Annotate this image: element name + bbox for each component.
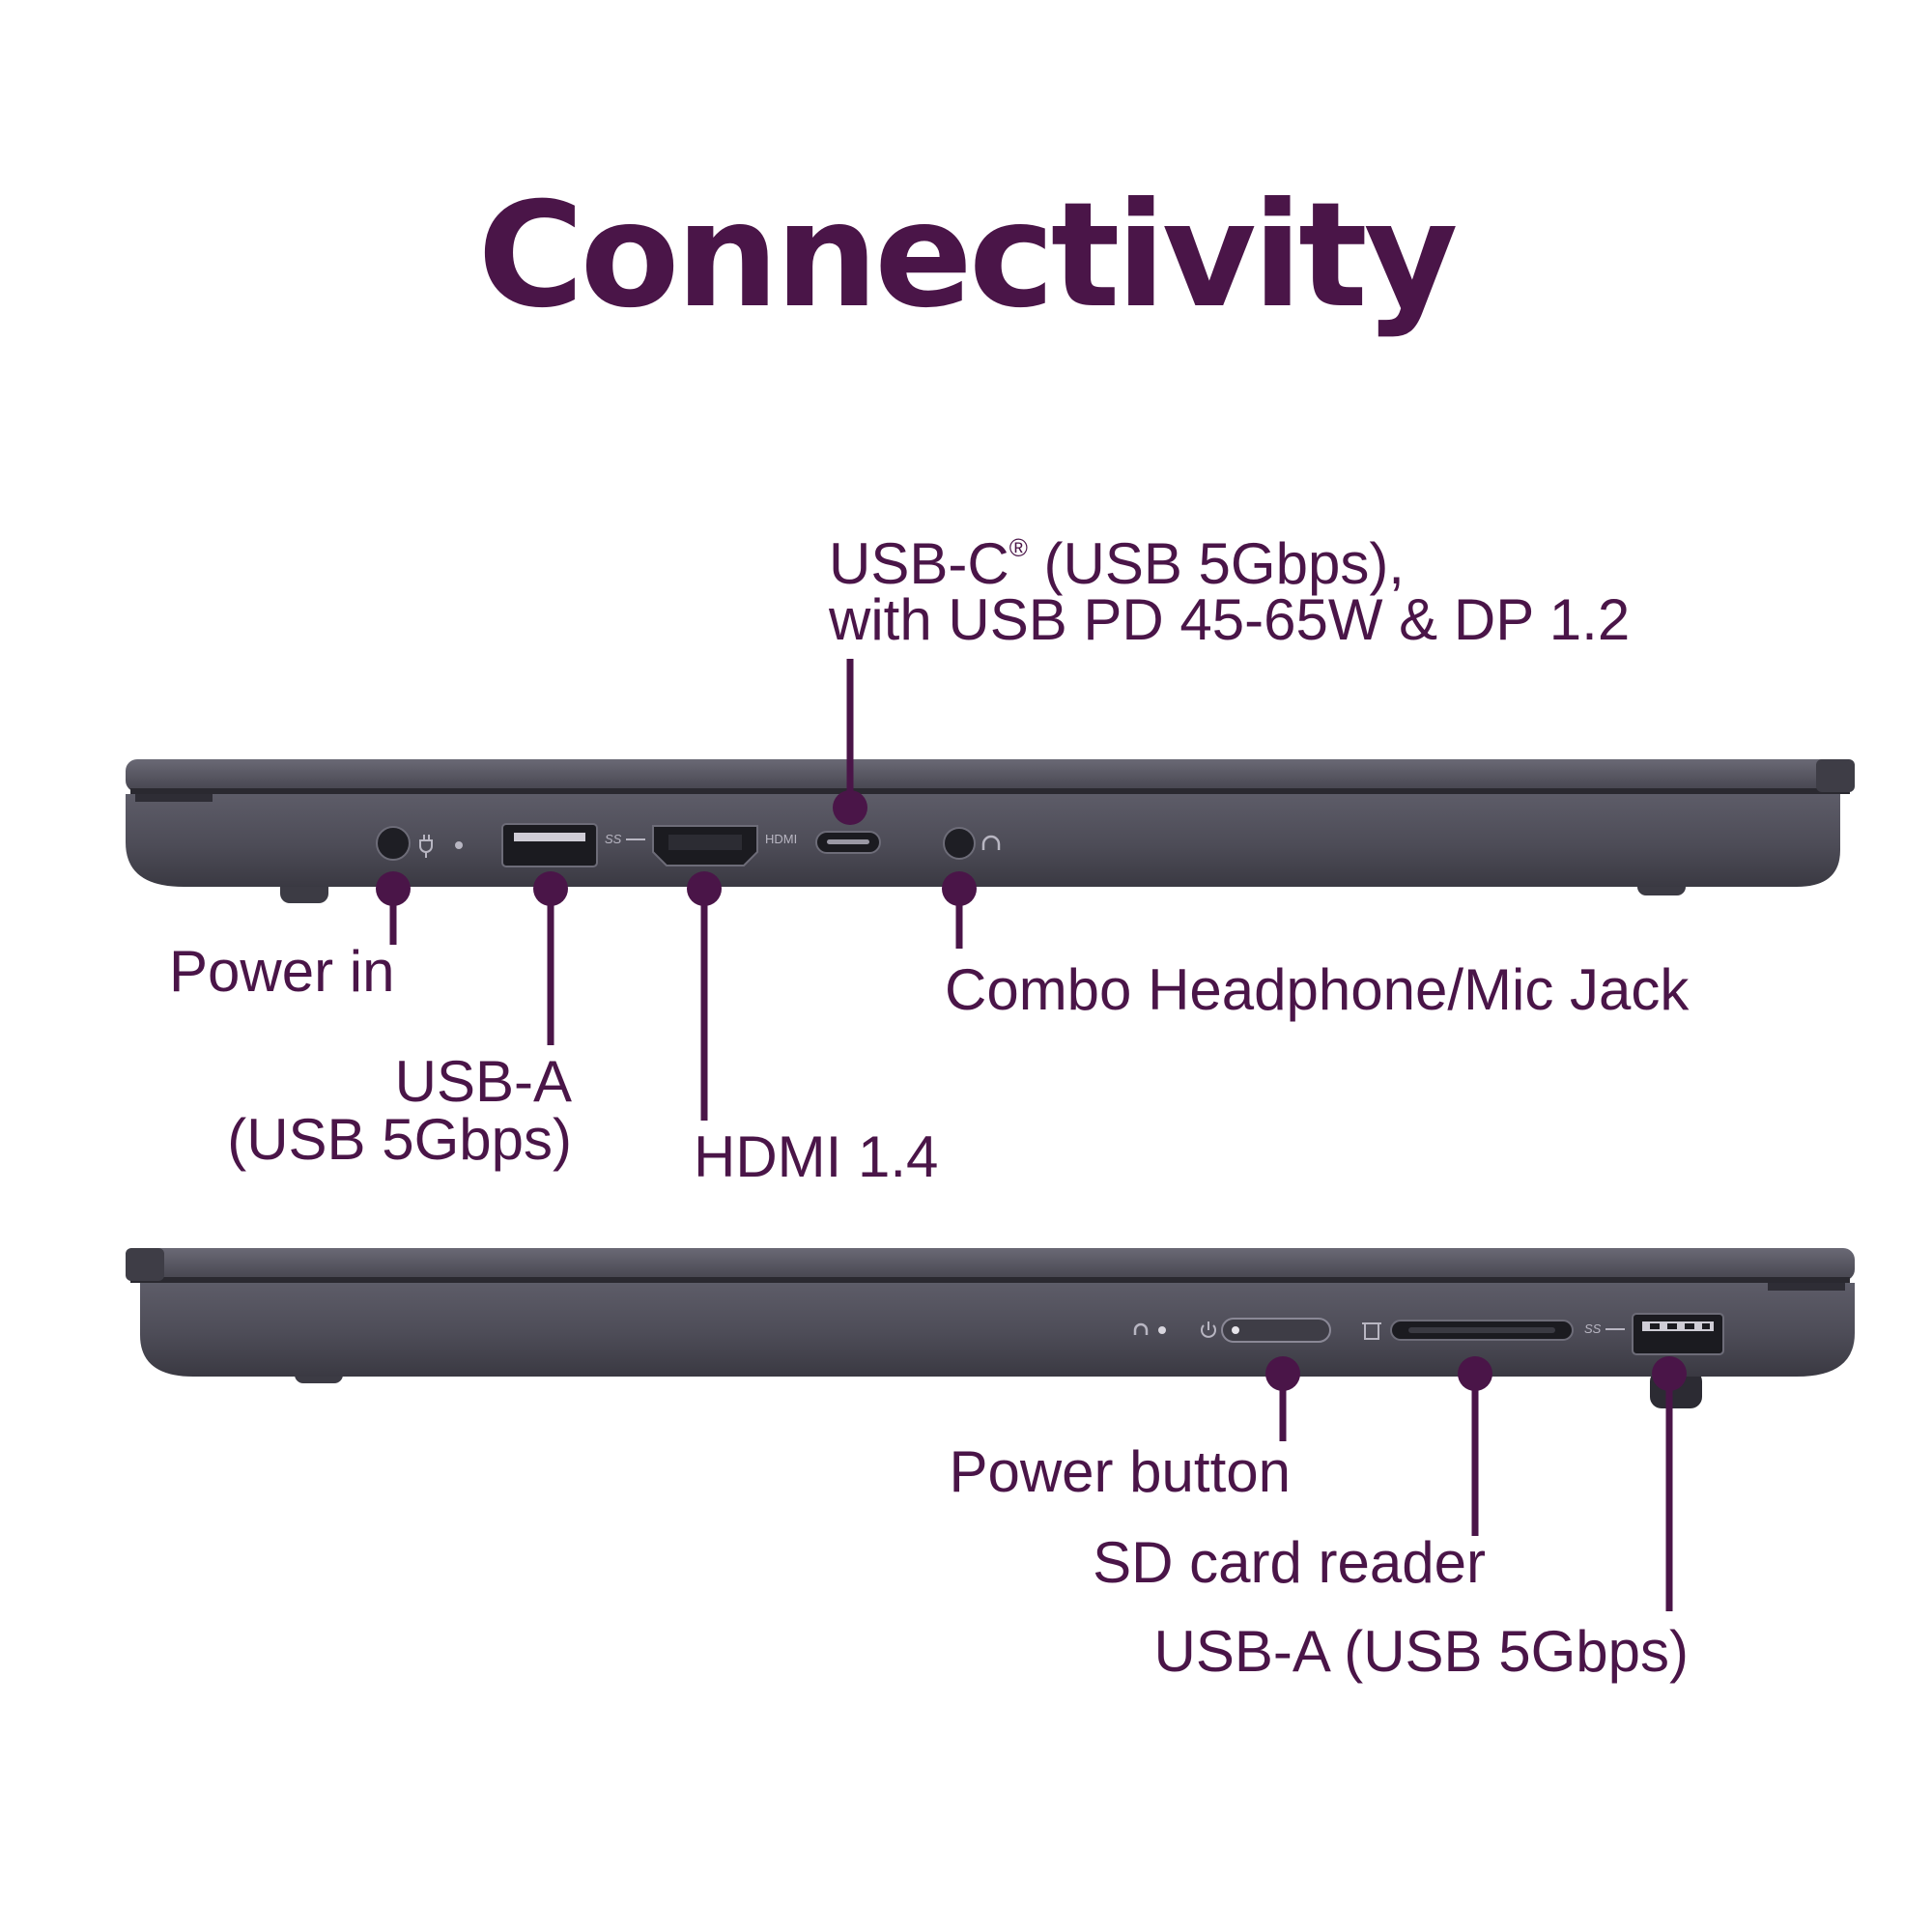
- label-power-in: Power in: [169, 939, 395, 1004]
- charge-led: [455, 841, 463, 849]
- page-title: Connectivity: [477, 172, 1458, 340]
- label-usb-a-left: USB-A: [394, 1049, 572, 1114]
- label-combo-jack: Combo Headphone/Mic Jack: [945, 957, 1690, 1022]
- laptop-base: [140, 1283, 1855, 1377]
- ss-usb-icon: SS: [605, 832, 622, 846]
- usb-a-port[interactable]: [1632, 1313, 1724, 1355]
- audio-jack[interactable]: [943, 827, 976, 860]
- power-jack[interactable]: [376, 826, 411, 861]
- usb-a-port[interactable]: [501, 823, 598, 867]
- plug-icon: [419, 835, 433, 858]
- label-usb-a-right: USB-A (USB 5Gbps): [1153, 1619, 1689, 1684]
- registered-mark: ®: [1009, 533, 1028, 562]
- label-usb-c: USB-C® (USB 5Gbps),: [829, 535, 1405, 593]
- label-hdmi: HDMI 1.4: [694, 1124, 939, 1189]
- hdmi-label-marking: HDMI: [765, 832, 797, 846]
- laptop-lid: [126, 1248, 1855, 1281]
- power-icon: [1201, 1321, 1216, 1338]
- label-usb-c-rest: (USB 5Gbps),: [1027, 531, 1405, 596]
- headphone-icon: [981, 835, 1001, 850]
- label-power-button: Power button: [949, 1439, 1291, 1504]
- power-button[interactable]: [1221, 1318, 1331, 1343]
- laptop-right-side: SS: [126, 1248, 1855, 1611]
- status-led: [1158, 1326, 1166, 1334]
- label-usb-c-text: USB-C: [829, 531, 1009, 596]
- label-sd-card: SD card reader: [1093, 1530, 1486, 1595]
- callout-lines: [1265, 1356, 1687, 1611]
- label-usb-c-line2: with USB PD 45-65W & DP 1.2: [829, 587, 1631, 652]
- callout-lines: [376, 659, 977, 1121]
- label-usb-a-left-spec: (USB 5Gbps): [227, 1107, 572, 1172]
- headphone-icon: [1133, 1322, 1149, 1335]
- laptop-left-side: SS HDMI: [126, 659, 1855, 1121]
- power-led: [1232, 1326, 1239, 1334]
- laptop-lid: [126, 759, 1855, 792]
- sd-card-icon: [1362, 1322, 1381, 1340]
- ss-usb-icon: SS: [1584, 1321, 1602, 1336]
